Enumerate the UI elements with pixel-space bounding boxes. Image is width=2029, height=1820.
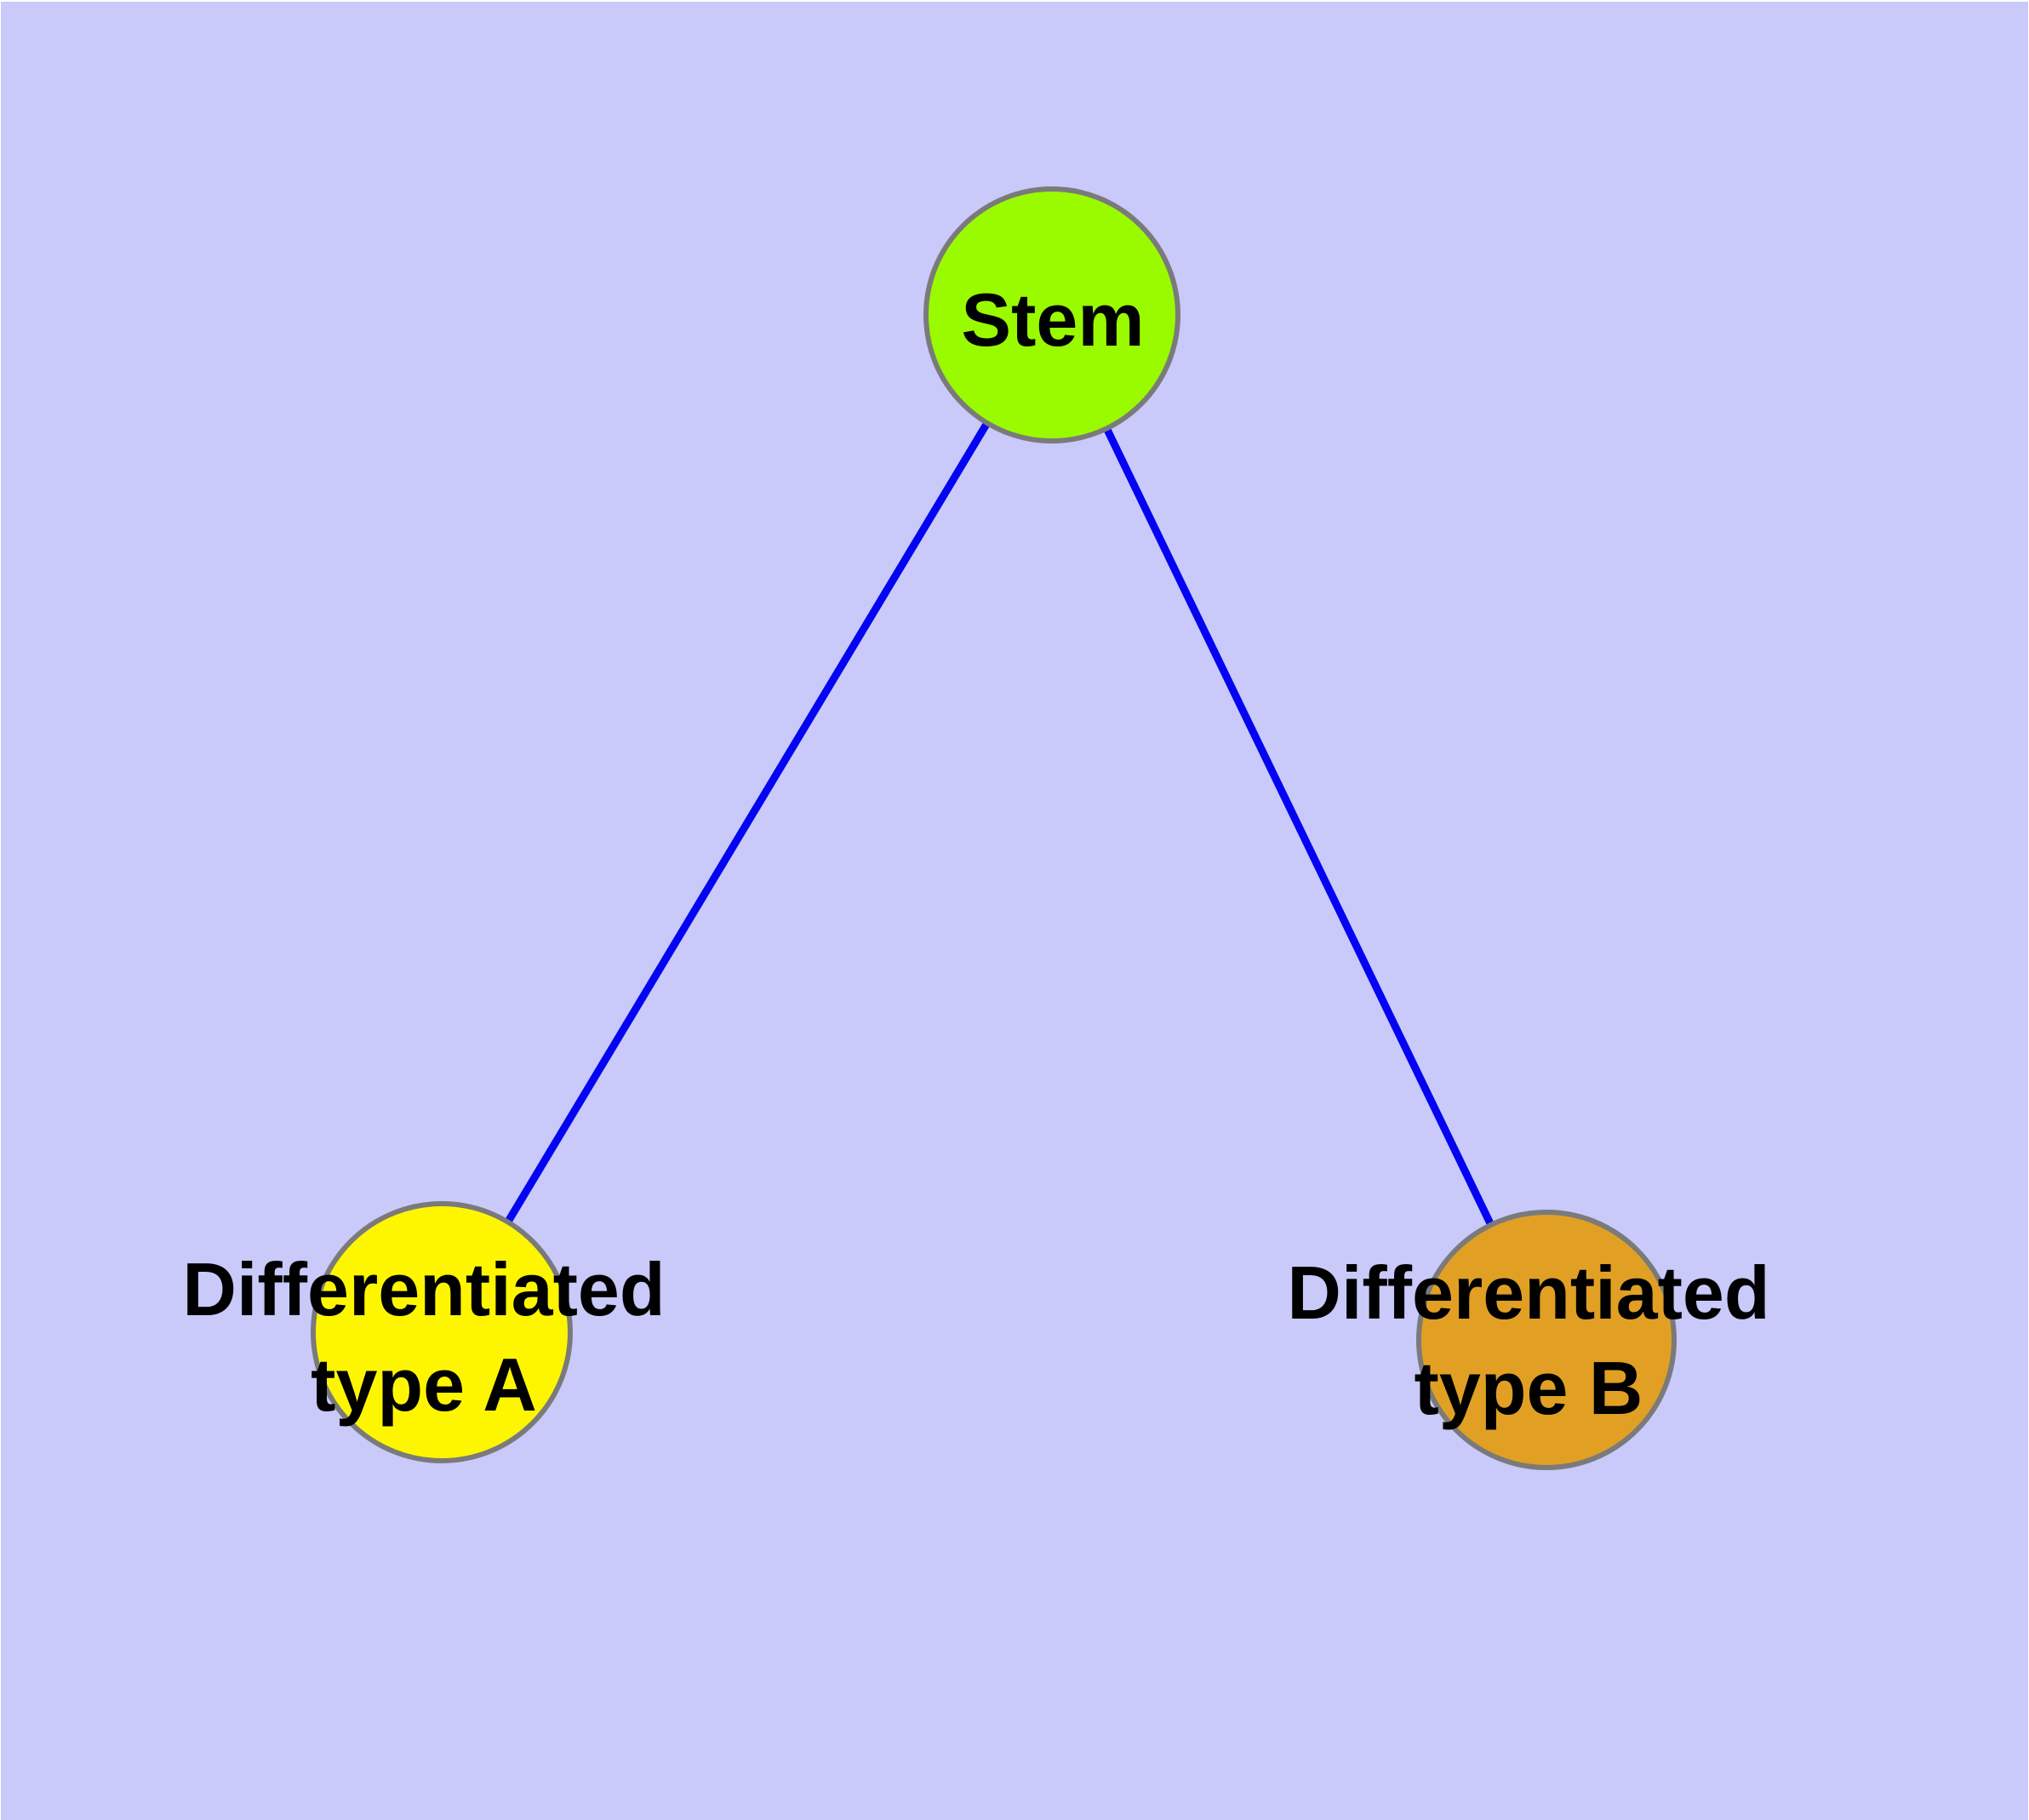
node-type-b-label-line1: Differentiated xyxy=(1287,1251,1769,1335)
node-stem-label: Stem xyxy=(961,278,1144,362)
node-differentiated-type-a[interactable] xyxy=(311,1201,573,1463)
node-stem[interactable] xyxy=(923,186,1180,444)
node-differentiated-type-b[interactable] xyxy=(1416,1210,1677,1470)
node-type-a-label-line2: type A xyxy=(311,1342,537,1427)
node-type-b-label-line2: type B xyxy=(1415,1346,1643,1430)
node-type-a-label-line1: Differentiated xyxy=(182,1247,665,1331)
edge-stem-to-type-b xyxy=(1048,311,1551,1344)
edge-stem-to-type-a xyxy=(437,311,1056,1336)
